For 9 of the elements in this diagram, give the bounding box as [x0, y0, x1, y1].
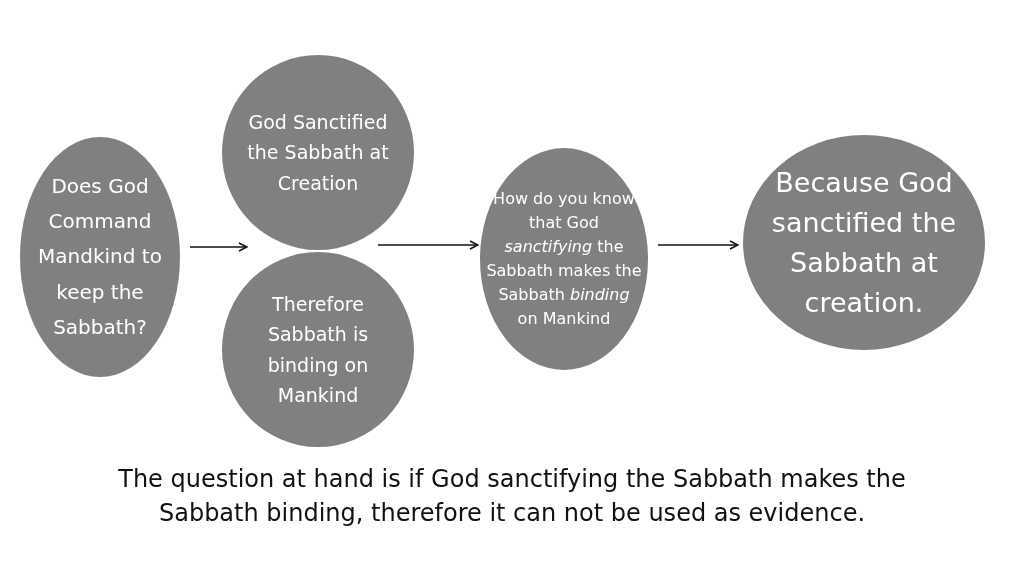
arrow: [189, 242, 248, 252]
arrow: [377, 240, 479, 250]
node-text: Therefore Sabbath is binding on Mankind: [266, 291, 370, 408]
arrow: [657, 240, 739, 250]
node-text: Because God sanctified the Sabbath at creation.: [770, 165, 958, 320]
node-text: Does God Command Mandkind to keep the Sabbath?: [37, 173, 163, 341]
caption: The question at hand is if God sanctifying the Sabbath makes the Sabbath binding, therefore it can not be used as evidence.: [117, 464, 907, 529]
node-text: God Sanctified the Sabbath at Creation: [246, 109, 390, 196]
node-text: How do you know that God sanctifying the Sabbath makes the Sabbath binding on Mankind: [486, 188, 642, 330]
